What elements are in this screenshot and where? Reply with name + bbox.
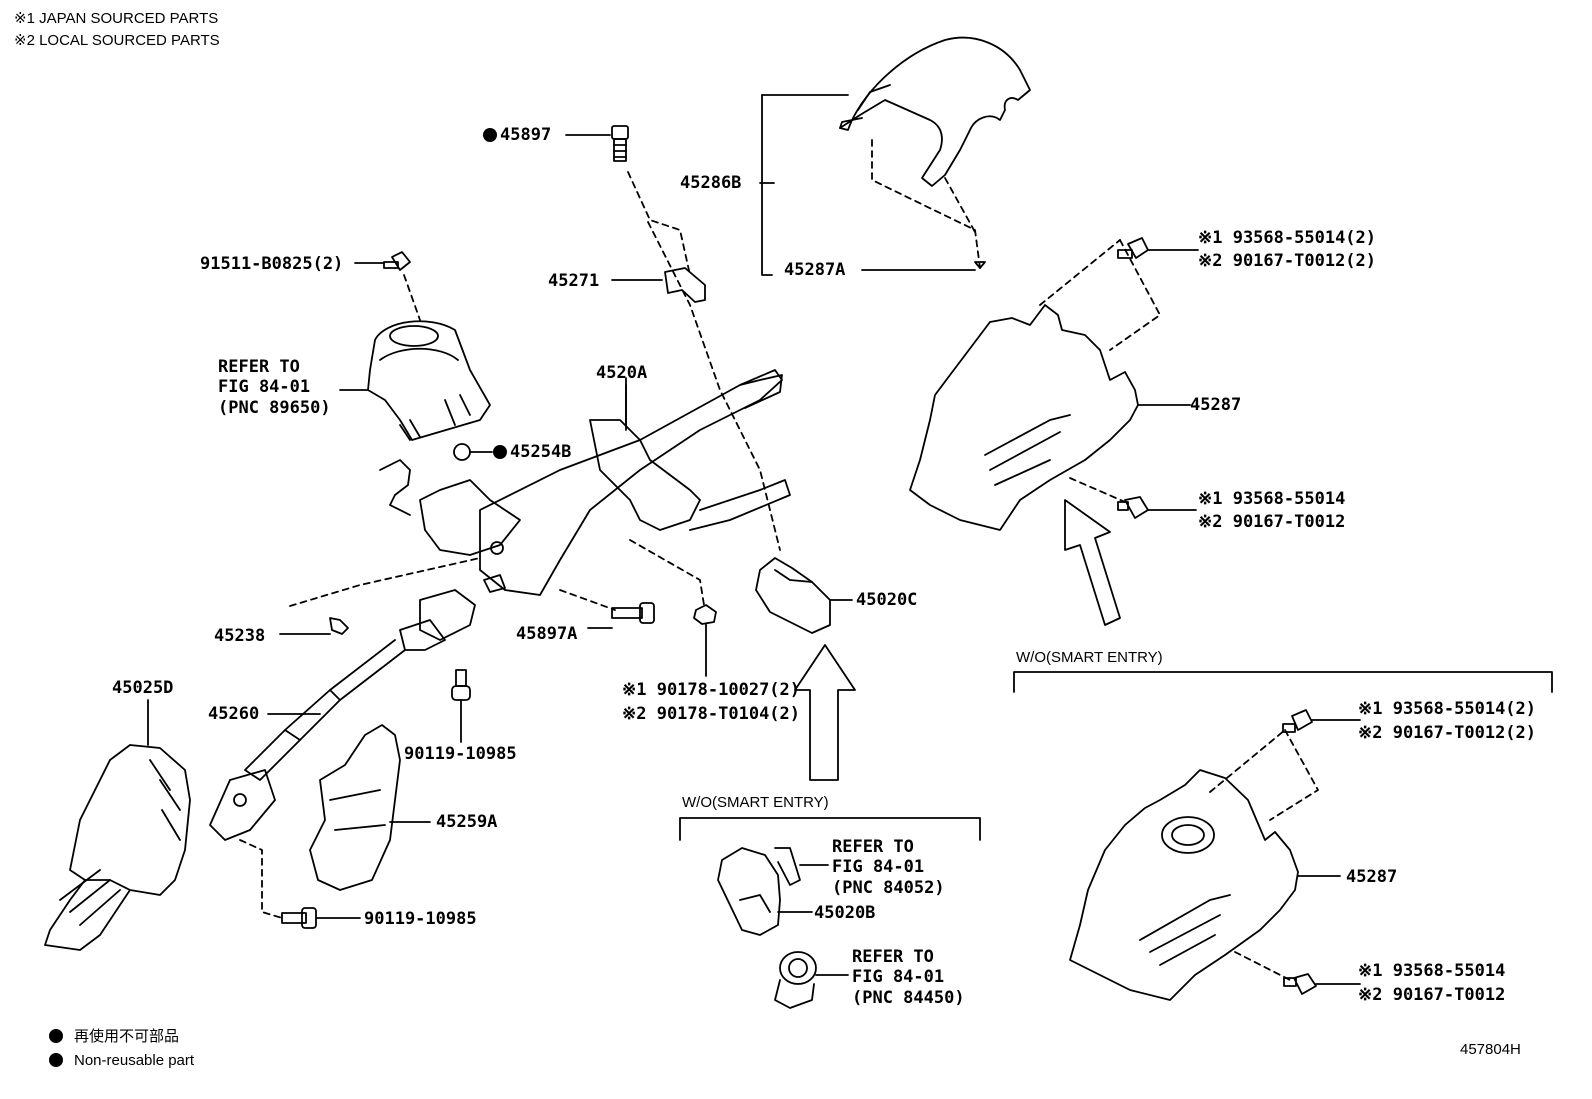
legend-dot-jp xyxy=(49,1029,63,1043)
clip-45254b xyxy=(453,443,471,461)
label-45254b: 45254B xyxy=(510,442,571,462)
label-45287-top: 45287 xyxy=(1190,395,1241,415)
label-93568-low-bot-1: ※1 93568-55014 xyxy=(1358,961,1505,981)
arrow-up-middle xyxy=(794,644,856,781)
clip-45238 xyxy=(329,617,349,635)
label-90178-1: ※1 90178-10027(2) xyxy=(622,680,800,700)
label-93568-top-2: ※2 90167-T0012(2) xyxy=(1198,251,1376,271)
bolt-90119-upper xyxy=(451,669,471,701)
label-refer-b-3: (PNC 84052) xyxy=(832,878,945,898)
cover-45259a xyxy=(309,724,401,891)
label-refer-a-1: REFER TO xyxy=(218,357,300,377)
lower-column-cover-45287-lower xyxy=(1069,769,1299,1001)
label-91511-b0825: 91511-B0825(2) xyxy=(200,254,343,274)
label-refer-c-1: REFER TO xyxy=(852,947,934,967)
legend: 再使用不可部品 Non-reusable part xyxy=(49,1028,195,1069)
label-45897a: 45897A xyxy=(516,624,577,644)
label-90178-2: ※2 90178-T0104(2) xyxy=(622,704,800,724)
screw-91511 xyxy=(383,251,411,271)
screw-93568-low-top xyxy=(1282,709,1313,733)
steering-column-4520a xyxy=(379,369,791,596)
label-93568-top-1: ※1 93568-55014(2) xyxy=(1198,228,1376,248)
label-45897: 45897 xyxy=(500,125,551,145)
label-refer-b-1: REFER TO xyxy=(832,837,914,857)
intermediate-shaft-45260 xyxy=(209,589,476,841)
assist-motor-89650 xyxy=(367,320,491,441)
label-45260: 45260 xyxy=(208,704,259,724)
label-45025d: 45025D xyxy=(112,678,173,698)
label-refer-a-2: FIG 84-01 xyxy=(218,377,310,397)
label-93568-mid-1: ※1 93568-55014 xyxy=(1198,489,1345,509)
note-local-sourced: ※2 LOCAL SOURCED PARTS xyxy=(14,32,220,49)
note-japan-sourced: ※1 JAPAN SOURCED PARTS xyxy=(14,10,219,27)
label-45238: 45238 xyxy=(214,626,265,646)
label-45287a: 45287A xyxy=(784,260,845,280)
label-45287-low: 45287 xyxy=(1346,867,1397,887)
label-45020c: 45020C xyxy=(856,590,917,610)
label-refer-b-2: FIG 84-01 xyxy=(832,857,924,877)
label-45286b: 45286B xyxy=(680,173,741,193)
nut-90178 xyxy=(693,604,717,625)
label-4520a: 4520A xyxy=(596,363,647,383)
upper-column-cover-45286b xyxy=(839,36,1031,187)
bolt-90119-lower xyxy=(281,907,317,929)
label-93568-mid-2: ※2 90167-T0012 xyxy=(1198,512,1345,532)
label-45020b: 45020B xyxy=(814,903,875,923)
label-refer-c-3: (PNC 84450) xyxy=(852,988,965,1008)
bolt-45897a xyxy=(611,602,655,624)
legend-dot-en xyxy=(49,1053,63,1067)
ignition-coil-84450 xyxy=(774,951,817,1009)
clamp-45271 xyxy=(664,267,706,303)
lower-column-cover-45287-upper xyxy=(909,304,1139,531)
lock-45020c xyxy=(755,557,831,634)
legend-jp-text: 再使用不可部品 xyxy=(74,1028,179,1045)
label-93568-low-top-2: ※2 90167-T0012(2) xyxy=(1358,723,1536,743)
label-wo-smart-entry-middle: W/O(SMART ENTRY) xyxy=(682,794,829,811)
label-93568-low-bot-2: ※2 90167-T0012 xyxy=(1358,985,1505,1005)
label-refer-a-3: (PNC 89650) xyxy=(218,398,331,418)
label-45271: 45271 xyxy=(548,271,599,291)
lock-45020b xyxy=(717,847,801,936)
label-45259a: 45259A xyxy=(436,812,497,832)
arrow-up-right xyxy=(1064,499,1121,626)
label-93568-low-top-1: ※1 93568-55014(2) xyxy=(1358,699,1536,719)
legend-en-text: Non-reusable part xyxy=(74,1052,195,1069)
label-90119-upper: 90119-10985 xyxy=(404,744,517,764)
screw-93568-top xyxy=(1117,237,1149,259)
figure-id: 457804H xyxy=(1460,1041,1521,1058)
boot-45025d xyxy=(44,744,191,951)
screw-93568-low-bot xyxy=(1283,973,1317,995)
label-90119-lower: 90119-10985 xyxy=(364,909,477,929)
bolt-45897 xyxy=(611,125,629,162)
label-wo-smart-entry-right: W/O(SMART ENTRY) xyxy=(1016,649,1163,666)
label-refer-c-2: FIG 84-01 xyxy=(852,967,944,987)
